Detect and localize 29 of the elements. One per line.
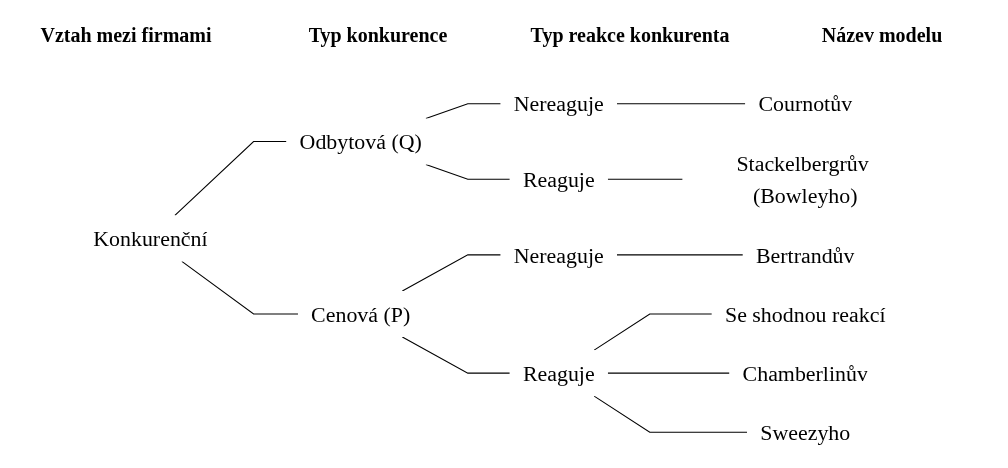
node-text: Konkurenční <box>93 225 208 250</box>
node-text: Sweezyho <box>760 419 851 444</box>
node-text: Nereaguje <box>513 242 604 267</box>
node-text: Stackelbergrův (Bowleyho) <box>736 150 869 208</box>
connector <box>607 178 684 180</box>
connector <box>425 163 511 180</box>
column-header: Typ konkurence <box>307 23 449 47</box>
node-text: Nereaguje <box>513 91 604 116</box>
node-text: Reaguje <box>522 360 595 385</box>
connector <box>616 253 744 255</box>
node-text: Reaguje <box>522 166 595 191</box>
node-text: Odbytová (Q) <box>299 128 422 154</box>
connector <box>401 253 502 292</box>
column-header: Vztah mezi firmami <box>39 23 213 47</box>
connector <box>425 102 502 119</box>
connector <box>401 335 511 374</box>
connector <box>174 140 287 216</box>
column-header: Typ reakce konkurenta <box>530 23 730 47</box>
column-header: Název modelu <box>820 23 944 47</box>
connector <box>616 102 746 104</box>
connector <box>607 372 730 374</box>
connector <box>181 260 299 315</box>
node-text: Bertrandův <box>755 242 855 267</box>
node-text: Se shodnou reakcí <box>724 301 886 326</box>
node-text: Cournotův <box>758 91 853 116</box>
node-text: Chamberlinův <box>742 360 868 385</box>
connector <box>593 395 748 433</box>
node-text: Cenová (P) <box>311 301 411 326</box>
connector <box>593 312 713 351</box>
